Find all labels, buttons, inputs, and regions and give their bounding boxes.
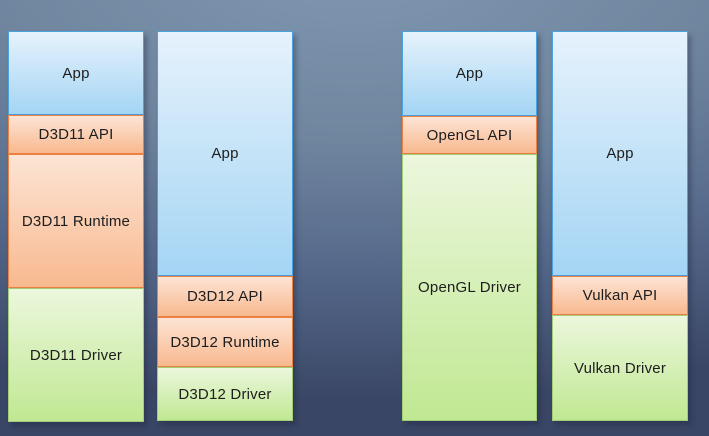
block-label-d3d12-d3d12-runtime: D3D12 Runtime (170, 333, 280, 351)
block-label-vulkan-app: App (606, 145, 634, 162)
block-label-d3d12-d3d12-driver: D3D12 Driver (178, 385, 272, 403)
block-d3d11-d3d11-driver: D3D11 Driver (8, 288, 144, 422)
block-d3d11-d3d11-api: D3D11 API (8, 115, 144, 154)
block-label-vulkan-vulkan-driver: Vulkan Driver (573, 359, 667, 377)
block-opengl-opengl-driver: OpenGL Driver (402, 154, 537, 421)
block-d3d12-d3d12-runtime: D3D12 Runtime (157, 317, 293, 367)
block-d3d11-app: App (8, 31, 144, 115)
block-d3d12-d3d12-driver: D3D12 Driver (157, 367, 293, 421)
block-opengl-app: App (402, 31, 537, 116)
block-d3d12-d3d12-api: D3D12 API (157, 276, 293, 317)
block-label-d3d11-d3d11-driver: D3D11 Driver (29, 346, 123, 364)
block-label-d3d11-d3d11-runtime: D3D11 Runtime (21, 212, 131, 230)
block-label-opengl-app: App (455, 65, 484, 82)
block-d3d11-d3d11-runtime: D3D11 Runtime (8, 154, 144, 288)
block-label-opengl-opengl-api: OpenGL API (426, 126, 513, 144)
block-label-d3d12-d3d12-api: D3D12 API (186, 288, 263, 305)
block-d3d12-app: App (157, 31, 293, 276)
block-vulkan-app: App (552, 31, 688, 276)
block-label-d3d11-d3d11-api: D3D11 API (38, 126, 114, 143)
block-vulkan-vulkan-driver: Vulkan Driver (552, 315, 688, 421)
block-opengl-opengl-api: OpenGL API (402, 116, 537, 154)
block-label-vulkan-vulkan-api: Vulkan API (582, 287, 658, 304)
block-vulkan-vulkan-api: Vulkan API (552, 276, 688, 315)
block-label-opengl-opengl-driver: OpenGL Driver (418, 279, 521, 296)
block-label-d3d12-app: App (211, 145, 239, 162)
block-label-d3d11-app: App (62, 64, 90, 82)
